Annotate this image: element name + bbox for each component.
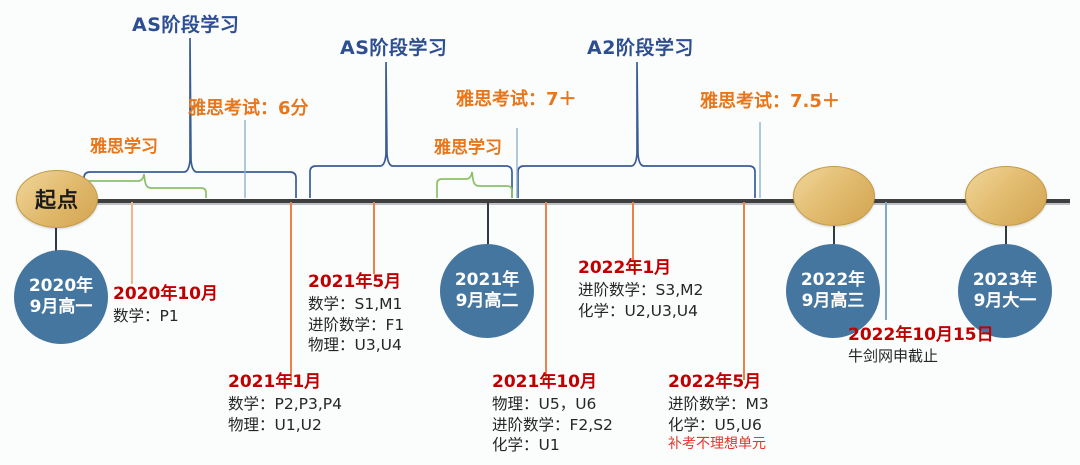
milestone-2021[interactable]: 2021年 9月高二 xyxy=(440,244,534,338)
entry-2022-01: 2022年1月 进阶数学：S3,M2 化学：U2,U3,U4 xyxy=(578,258,703,321)
connector-milestone-2020 xyxy=(55,214,57,252)
milestone-2023-line2: 9月大一 xyxy=(973,291,1037,311)
entry-2021-05-date: 2021年5月 xyxy=(308,272,402,292)
entry-2021-05-line-3: 物理：U3,U4 xyxy=(308,336,402,355)
entry-2022-01-line-2: 化学：U2,U3,U4 xyxy=(578,301,698,320)
as-stage-bracket-2 xyxy=(309,61,513,198)
milestone-2021-line2: 9月高二 xyxy=(455,291,519,311)
entry-2021-10-line-1: 物理：U5，U6 xyxy=(492,395,597,414)
entry-2022-01-date: 2022年1月 xyxy=(578,258,672,278)
ielts-exam-label-3: 雅思考试：7.5＋ xyxy=(700,91,840,112)
entry-2022-01-line-1: 进阶数学：S3,M2 xyxy=(578,281,704,300)
milestone-2023[interactable]: 2023年 9月大一 xyxy=(958,244,1052,338)
milestone-2022[interactable]: 2022年 9月高三 xyxy=(786,244,880,338)
entry-2022-10-15: 2022年10月15日 牛剑网申截止 xyxy=(848,325,994,367)
ielts-study-label-1: 雅思学习 xyxy=(90,137,158,157)
stage-label-a2: A2阶段学习 xyxy=(587,37,694,59)
ielts-study-brace-2 xyxy=(436,171,513,198)
milestone-2023-line1: 2023年 xyxy=(972,270,1038,291)
entry-2022-05-line-1: 进阶数学：M3 xyxy=(668,395,769,414)
stage-label-as-2: AS阶段学习 xyxy=(340,37,448,59)
entry-2022-05-date: 2022年5月 xyxy=(668,372,762,392)
entry-2020-10-date: 2020年10月 xyxy=(113,284,218,304)
timeline-axis xyxy=(24,199,1070,203)
timeline-axis-shadow xyxy=(24,203,1070,205)
entry-2022-10-15-line-1: 牛剑网申截止 xyxy=(848,347,939,366)
ielts-study-brace-1 xyxy=(83,173,207,198)
stage-label-as-1: AS阶段学习 xyxy=(132,14,240,36)
ielts-exam-label-2: 雅思考试：7＋ xyxy=(456,89,577,110)
milestone-2021-line1: 2021年 xyxy=(454,270,520,291)
milestone-2020-line1: 2020年 xyxy=(28,276,94,297)
milestone-2020[interactable]: 2020年 9月高一 xyxy=(14,250,108,344)
a2-stage-bracket xyxy=(517,61,756,198)
timeline-node-2[interactable] xyxy=(793,166,875,226)
entry-2020-10-line-1: 数学：P1 xyxy=(113,307,179,326)
milestone-2020-line2: 9月高一 xyxy=(29,297,93,317)
entry-2022-10-15-date: 2022年10月15日 xyxy=(848,325,994,345)
timeline-node-3[interactable] xyxy=(965,166,1047,226)
entry-2021-01-line-2: 物理：U1,U2 xyxy=(228,415,322,434)
entry-2021-10-line-3: 化学：U1 xyxy=(492,436,560,455)
entry-2021-10-line-2: 进阶数学：F2,S2 xyxy=(492,415,613,434)
connector-2021-05 xyxy=(373,202,375,274)
connector-2021-01 xyxy=(290,202,292,382)
connector-2020-10 xyxy=(131,202,133,284)
entry-2021-10: 2021年10月 物理：U5，U6 进阶数学：F2,S2 化学：U1 xyxy=(492,372,613,456)
connector-2022-10-15 xyxy=(885,202,887,320)
entry-2021-01: 2021年1月 数学：P2,P3,P4 物理：U1,U2 xyxy=(228,372,342,435)
milestone-2022-line2: 9月高三 xyxy=(801,291,865,311)
entry-2020-10: 2020年10月 数学：P1 xyxy=(113,284,218,327)
start-node-label: 起点 xyxy=(35,188,79,212)
connector-2021-10 xyxy=(545,202,547,380)
connector-2022-05 xyxy=(743,202,745,380)
entry-2021-01-date: 2021年1月 xyxy=(228,372,322,392)
ielts-exam-label-1: 雅思考试：6分 xyxy=(188,98,309,119)
connector-milestone-2021 xyxy=(487,202,489,244)
entry-2021-01-line-1: 数学：P2,P3,P4 xyxy=(228,395,342,414)
entry-2021-05-line-2: 进阶数学：F1 xyxy=(308,315,405,334)
timeline-node-start[interactable]: 起点 xyxy=(16,170,98,228)
entry-2021-05: 2021年5月 数学：S1,M1 进阶数学：F1 物理：U3,U4 xyxy=(308,272,404,356)
entry-2022-05: 2022年5月 进阶数学：M3 化学：U5,U6 补考不理想单元 xyxy=(668,372,769,454)
ielts-study-label-2: 雅思学习 xyxy=(434,138,502,158)
entry-2022-05-warning: 补考不理想单元 xyxy=(668,436,766,453)
connector-2022-01 xyxy=(632,202,634,262)
entry-2021-10-date: 2021年10月 xyxy=(492,372,597,392)
milestone-2022-line1: 2022年 xyxy=(800,270,866,291)
entry-2021-05-line-1: 数学：S1,M1 xyxy=(308,295,403,314)
entry-2022-05-line-2: 化学：U5,U6 xyxy=(668,415,762,434)
